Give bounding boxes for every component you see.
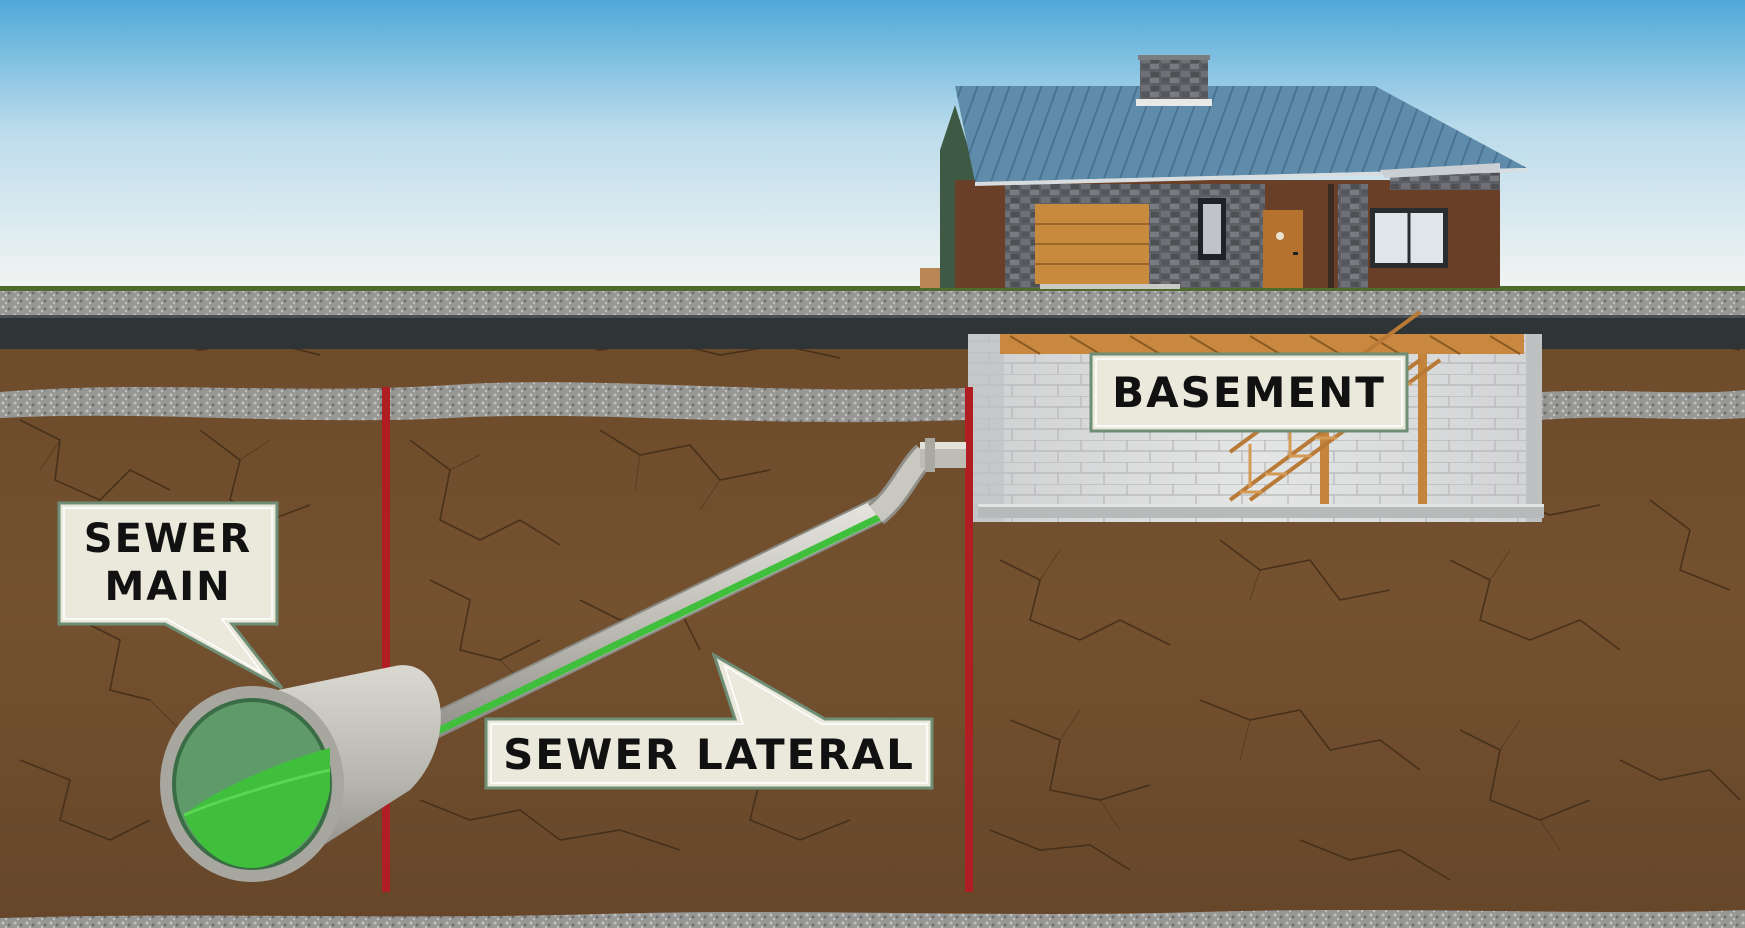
chimney: [1140, 58, 1208, 100]
sewer-main-pipe: [160, 665, 441, 882]
basement-label: BASEMENT: [1112, 368, 1386, 417]
house: [920, 55, 1527, 289]
grass-line: [0, 286, 1745, 291]
front-door: [1263, 210, 1303, 288]
callout-basement: [1089, 352, 1409, 433]
sewer-lateral-label: SEWER LATERAL: [503, 730, 915, 779]
boundary-line-left: [382, 387, 390, 892]
bottom-gravel-band: [0, 910, 1745, 928]
callout-sewer-main: [57, 501, 284, 690]
sewer-main-label-line1: SEWER: [83, 516, 253, 562]
callout-sewer-lateral: [484, 651, 934, 790]
surface-gravel: [0, 291, 1745, 315]
gravel-band: [0, 382, 965, 423]
sewer-main-label: SEWER MAIN: [59, 503, 277, 624]
boundary-line-right: [965, 387, 973, 892]
roof: [955, 86, 1527, 182]
sewer-main-label-line2: MAIN: [104, 564, 232, 610]
sewer-lateral-pipe: [392, 438, 966, 758]
